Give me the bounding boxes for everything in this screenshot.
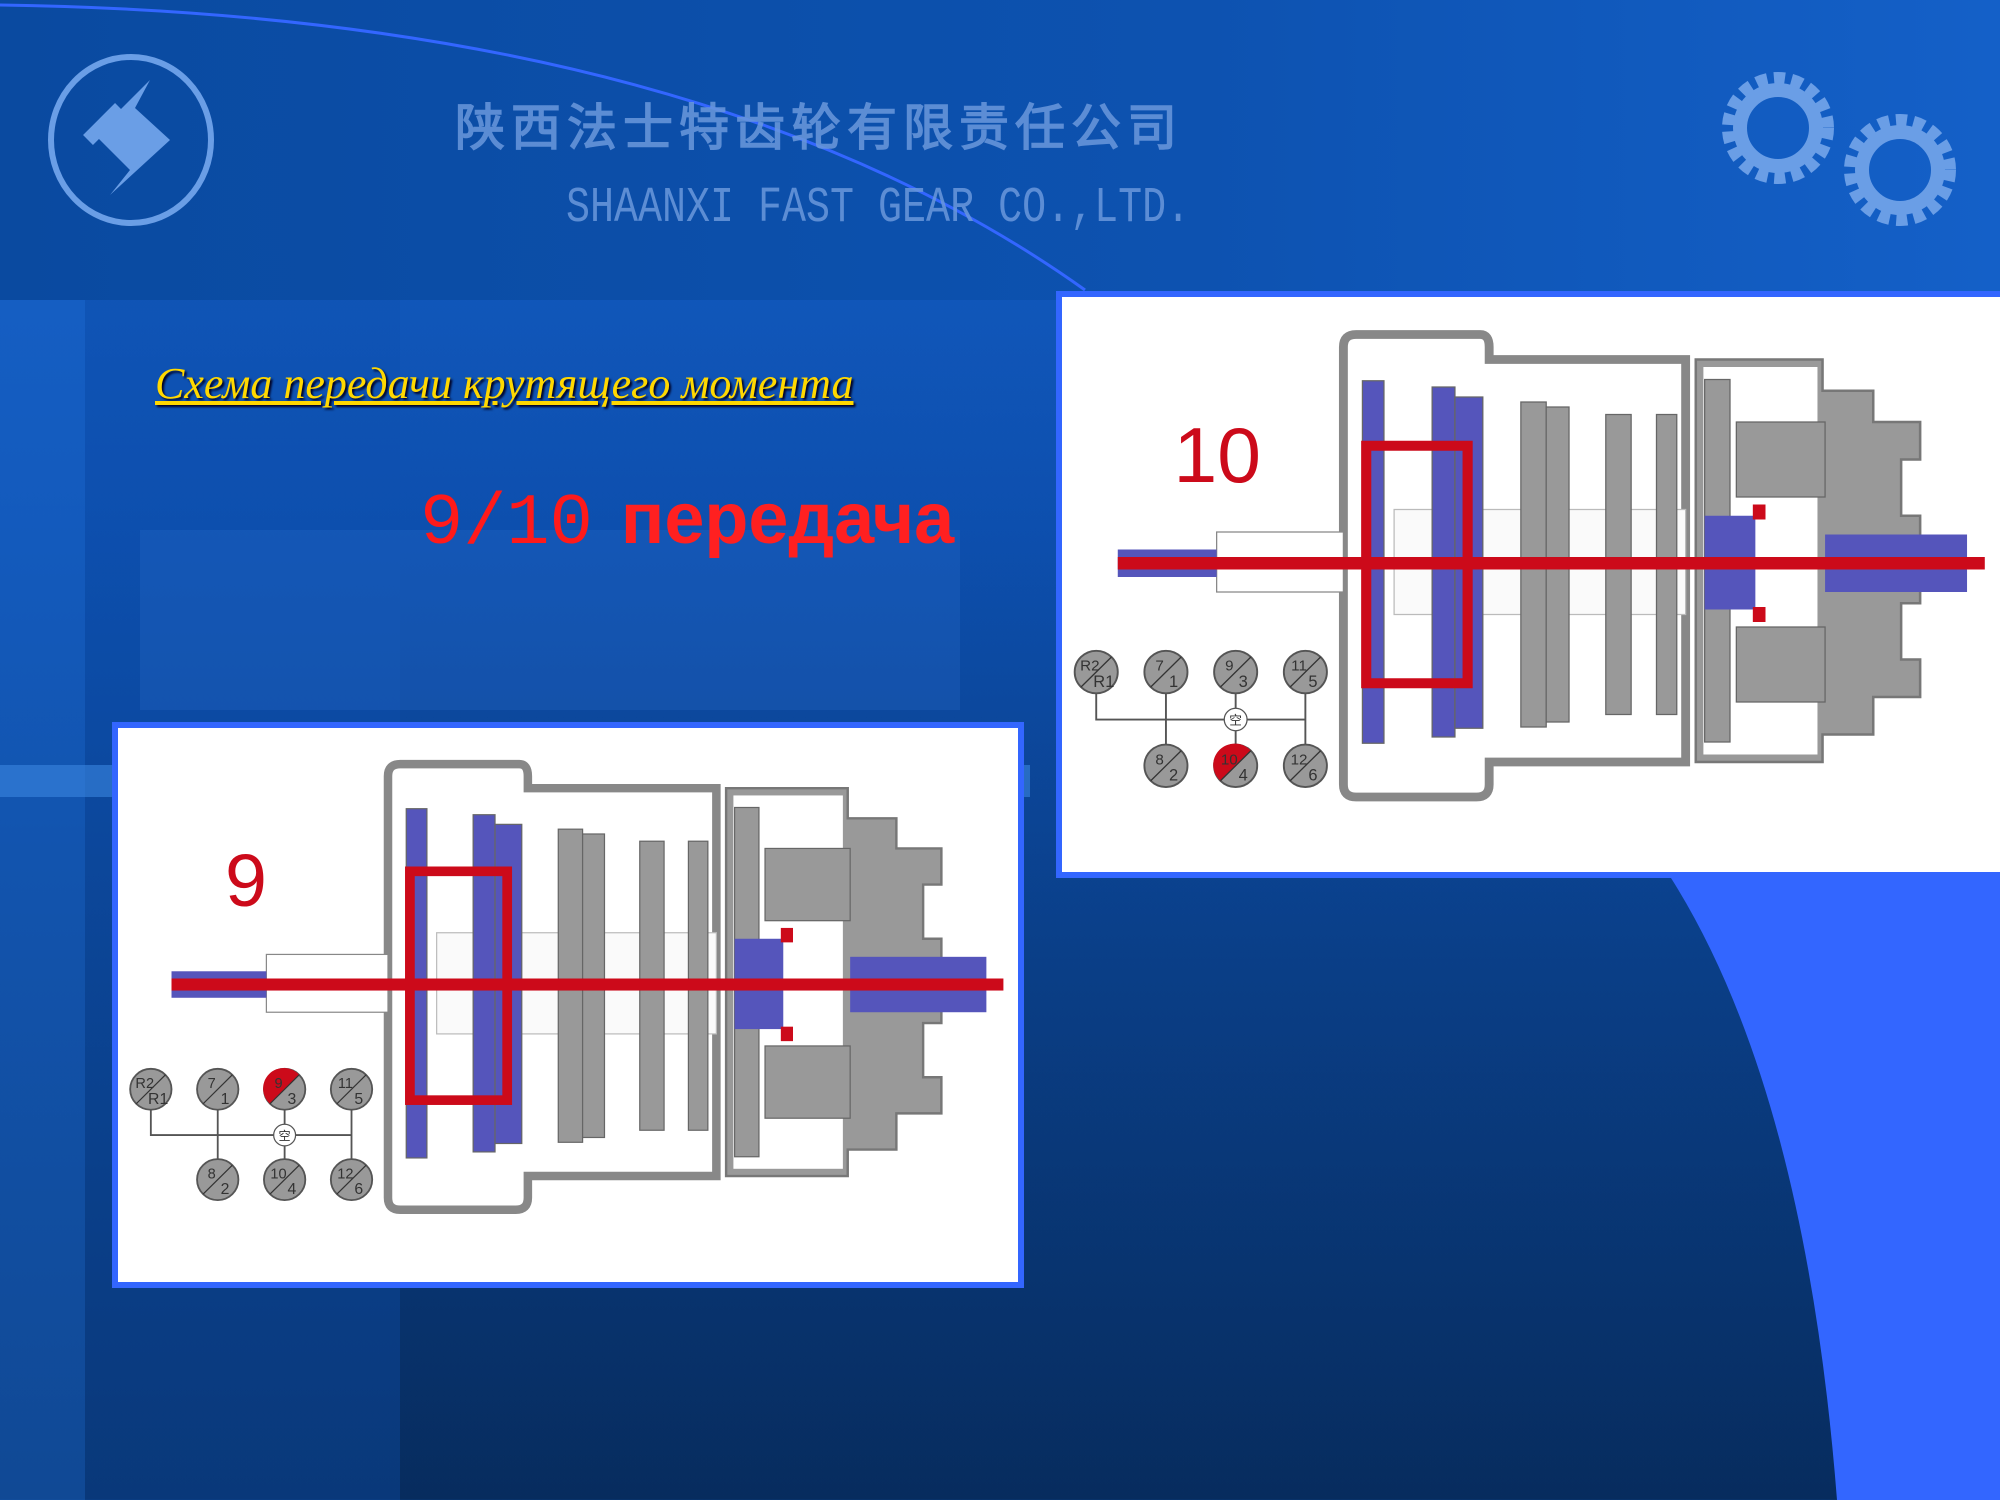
shift-slash [269,1164,300,1195]
gear-label: 10 [1174,411,1261,498]
gear-bottom-label: 6 [1308,767,1317,785]
bearing-mark [1752,504,1766,520]
gear-bottom-label: R1 [1093,673,1114,691]
gear-top-label: 7 [1155,658,1163,675]
company-name-chinese: 陕西法士特齿轮有限责任公司 [455,99,1183,157]
shift-position-11: 115 [1282,649,1328,695]
active-gear-highlight [263,1067,300,1104]
shift-slash [1289,750,1322,782]
gear-bottom-label: 5 [1308,673,1317,691]
bearing-mark [780,927,793,943]
neutral-label: 空 [279,1129,291,1143]
shift-lines [149,1089,353,1180]
shift-position-8: 82 [1143,743,1189,788]
gear-bottom-label: 3 [1239,673,1248,691]
shift-position-11: 115 [329,1067,374,1111]
slide-subtitle: Схема передачи крутящего момента [155,359,854,408]
output-gear-lower [764,1045,851,1119]
company-logo [48,54,214,226]
neutral-position [273,1123,297,1147]
shift-position-12: 126 [1282,743,1328,788]
gear-top-label: 10 [270,1166,286,1182]
shift-lines [1095,672,1307,766]
output-gear-lower [1735,626,1826,703]
gear-top-label: 10 [1221,752,1238,769]
gear-bottom-label: 1 [221,1091,230,1108]
shift-slash [1289,656,1322,688]
active-gear-highlight [1213,743,1251,781]
output-gear-upper [764,847,851,922]
gear-number: 9/10 [420,483,593,565]
shift-slash [1150,656,1182,688]
gear-top-label: 8 [1155,752,1163,769]
gear-label: 9 [225,839,267,923]
gear-top-label: 11 [338,1076,353,1092]
decorative-arc [0,3,1086,292]
shift-position-9: 93 [263,1067,307,1111]
shift-slash [202,1074,233,1105]
bearing-mark [1752,607,1766,622]
gear-bottom-label: R1 [148,1091,168,1108]
neutral-position [1223,707,1248,732]
gear-bottom-label: 3 [288,1091,297,1108]
gears-icon [1722,72,1956,226]
gear-bottom-label: 1 [1169,673,1178,691]
company-name-english: SHAANXI FAST GEAR CO.,LTD. [566,180,1191,237]
gear-top-label: R2 [1080,658,1099,675]
gear-top-label: 9 [1225,658,1233,675]
shift-position-7: 71 [196,1067,240,1111]
bearing-mark [780,1026,793,1042]
decorative-curve [1671,878,2000,1500]
gear-top-label: 12 [1291,752,1308,769]
shift-slash [202,1164,233,1195]
gear-top-label: 7 [208,1076,216,1092]
shift-slash [336,1074,367,1105]
torque-path-shaft [171,978,1004,991]
gear-bottom-label: 2 [1169,767,1178,785]
shift-position-12: 126 [329,1158,374,1202]
torque-path-shaft [1117,557,1985,570]
shift-slash [135,1074,166,1105]
shift-slash [1219,656,1252,688]
gear-bottom-label: 4 [1239,767,1248,785]
gear-top-label: 11 [1291,658,1307,675]
shift-position-10: 104 [1213,743,1259,788]
gear-word: передача [620,479,955,559]
header-band: 陕西法士特齿轮有限责任公司 SHAANXI FAST GEAR CO.,LTD. [0,0,2000,300]
gear-bottom-label: 2 [221,1181,230,1198]
shift-slash [1150,750,1182,782]
housing [1338,330,1691,802]
shift-slash [1219,750,1252,782]
shift-position-9: 93 [1213,649,1259,695]
gear-top-label: R2 [135,1076,154,1092]
shift-position-7: 71 [1143,649,1189,695]
shift-slash [336,1164,367,1195]
gear-top-label: 12 [337,1166,353,1182]
gear-top-label: 8 [208,1166,216,1182]
gear-bottom-label: 6 [354,1181,363,1198]
shift-slash [1080,656,1112,688]
shift-position-8: 82 [196,1158,240,1202]
gear-top-label: 9 [274,1076,282,1092]
output-gear-upper [1735,421,1826,498]
housing [383,759,721,1214]
neutral-label: 空 [1229,714,1242,728]
slide-title: 9/10 передача [420,478,954,565]
gear-bottom-label: 4 [288,1181,297,1198]
shift-slash [269,1074,300,1105]
shift-position-10: 104 [263,1158,307,1202]
gear-bottom-label: 5 [354,1091,363,1108]
